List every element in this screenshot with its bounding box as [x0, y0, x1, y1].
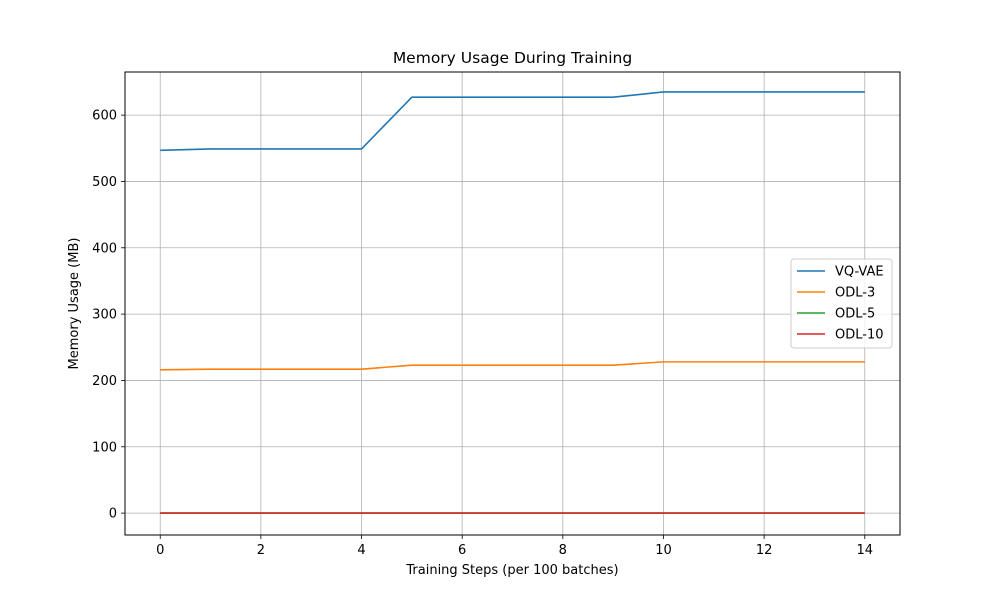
x-tick-label: 8	[559, 543, 567, 558]
x-tick-label: 14	[856, 543, 873, 558]
legend-box	[790, 258, 893, 349]
y-tick-label: 600	[92, 109, 117, 124]
series-lines	[160, 91, 865, 514]
y-tick-label: 400	[92, 241, 117, 256]
grid-lines	[125, 72, 900, 535]
y-tick-label: 0	[109, 507, 117, 522]
y-tick-label: 500	[92, 175, 117, 190]
x-tick-label: 4	[357, 543, 365, 558]
axis-ticks: 0 2 4 6 8 10 12 14 0 100 200 300 400 500 600	[92, 109, 873, 558]
x-axis-label: Training Steps (per 100 batches)	[405, 563, 618, 578]
y-tick-label: 300	[92, 308, 117, 323]
x-tick-label: 12	[756, 543, 773, 558]
y-tick-label: 100	[92, 440, 117, 455]
x-tick-label: 10	[655, 543, 672, 558]
x-tick-label: 0	[156, 543, 164, 558]
legend-label: ODL-3	[835, 286, 875, 301]
legend-label: ODL-5	[835, 307, 875, 322]
legend-label: VQ-VAE	[835, 265, 884, 280]
series-line-odl-3	[160, 361, 865, 371]
y-axis-label: Memory Usage (MB)	[67, 238, 82, 370]
y-tick-label: 200	[92, 374, 117, 389]
plot-area-frame	[124, 71, 901, 536]
chart-title: Memory Usage During Training	[393, 49, 632, 67]
legend-label: ODL-10	[835, 328, 884, 343]
x-tick-label: 6	[458, 543, 466, 558]
series-line-vq-vae	[160, 91, 865, 152]
x-tick-label: 2	[257, 543, 265, 558]
